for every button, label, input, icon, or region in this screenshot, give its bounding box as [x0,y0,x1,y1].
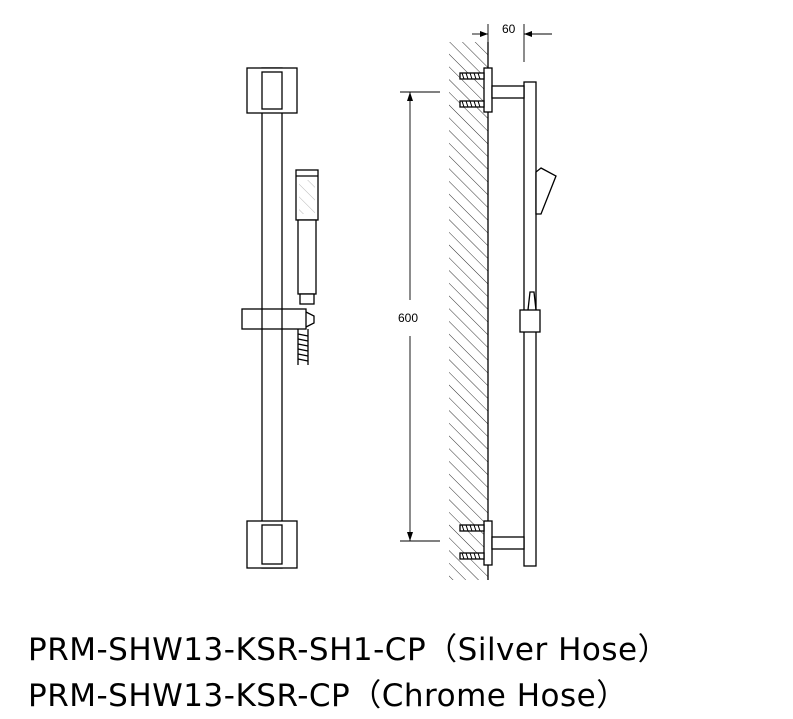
model-caption-silver-hose: PRM-SHW13-KSR-SH1-CP（Silver Hose） [28,632,670,668]
technical-drawing: 60 600 [241,22,557,580]
hose-front [297,329,309,365]
side-view [449,42,557,580]
height-dimension-label: 600 [398,311,418,325]
model-caption-chrome-hose: PRM-SHW13-KSR-CP（Chrome Hose） [28,678,628,714]
handshower-handle [297,219,317,295]
hose-connector [299,293,315,305]
front-view [241,67,319,569]
handshower-side [535,167,557,215]
offset-dimension-label: 60 [502,22,516,36]
dimensions [400,24,552,542]
wall-hatching [449,42,488,580]
slider-holder-front [241,308,307,330]
top-wall-mount [459,67,525,113]
bottom-wall-mount [459,520,525,566]
slider-holder-side [519,309,541,333]
